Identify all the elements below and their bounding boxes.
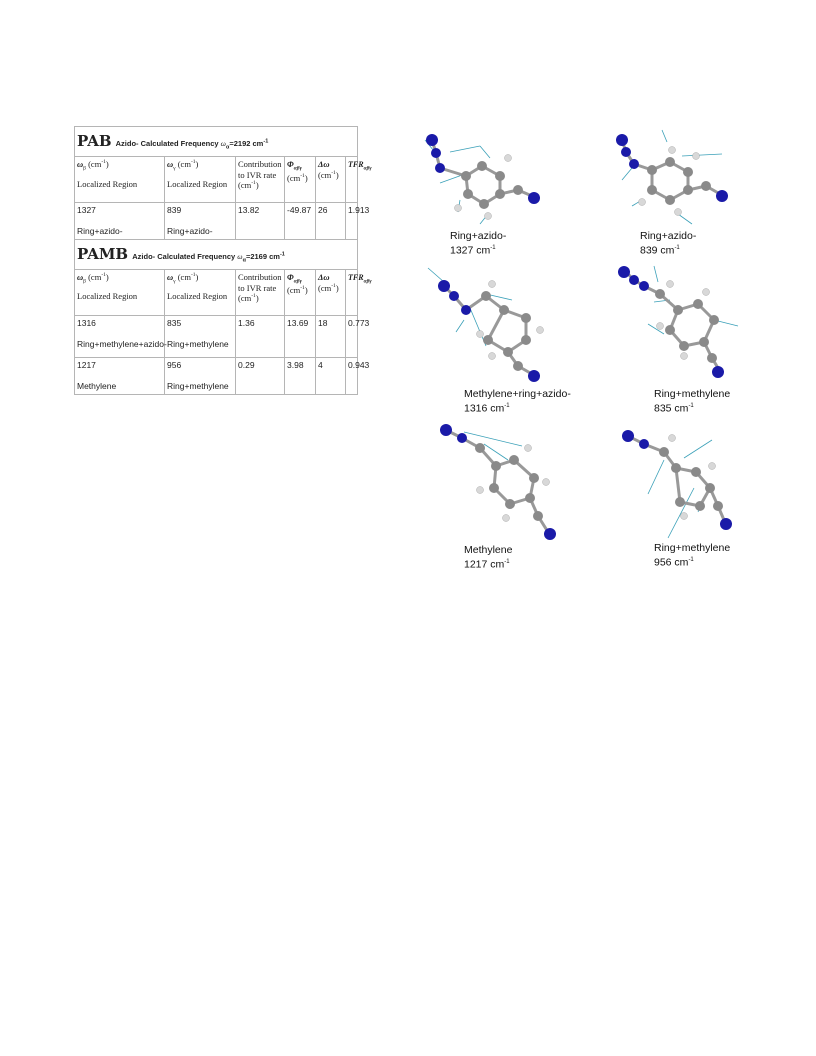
pamb-header-row: ωβ (cm-1) Localized Region ωγ (cm-1) Loc… bbox=[74, 268, 372, 316]
cell-delta-omega: 4 bbox=[315, 356, 346, 395]
table-row: 1327 Ring+azido- 839 Ring+azido- 13.82 -… bbox=[74, 202, 369, 240]
pamb-subtitle: Azido- Calculated Frequency ωα=2169 cm-1 bbox=[132, 251, 285, 264]
cell-omega-gamma: 839 Ring+azido- bbox=[164, 202, 236, 240]
molecule-figure-2: Ring+azido- 839 cm-1 bbox=[612, 128, 752, 257]
cell-phi: 13.69 bbox=[284, 314, 316, 358]
pab-name: PAB bbox=[77, 132, 112, 151]
col-tfr: TFRαβγ bbox=[344, 268, 372, 316]
col-contribution: Contribution to IVR rate (cm-1) bbox=[235, 268, 285, 316]
cell-contribution: 1.36 bbox=[235, 314, 285, 358]
col-omega-gamma: ωγ (cm-1) Localized Region bbox=[164, 268, 236, 316]
cell-omega-beta: 1217 Methylene bbox=[74, 356, 165, 395]
cell-contribution: 0.29 bbox=[235, 356, 285, 395]
table-row: 1316 Ring+methylene+azido- 835 Ring+meth… bbox=[74, 314, 369, 358]
col-omega-beta: ωβ (cm-1) Localized Region bbox=[74, 156, 165, 203]
col-omega-beta: ωβ (cm-1) Localized Region bbox=[74, 268, 165, 316]
figure-caption: Ring+methylene 956 cm-1 bbox=[654, 542, 731, 569]
molecule-figure-6: Ring+methylene 956 cm-1 bbox=[614, 420, 754, 569]
col-contribution: Contribution to IVR rate (cm-1) bbox=[235, 156, 285, 203]
pamb-title: PAMB Azido- Calculated Frequency ωα=2169… bbox=[73, 238, 359, 270]
cell-tfr: 0.773 bbox=[344, 314, 369, 358]
figure-caption: Ring+methylene 835 cm-1 bbox=[654, 388, 731, 415]
cell-phi: -49.87 bbox=[284, 202, 316, 240]
ivr-table: PAB Azido- Calculated Frequency ωα=2192 … bbox=[73, 126, 372, 395]
pamb-name: PAMB bbox=[77, 245, 129, 264]
pab-header-row: ωβ (cm-1) Localized Region ωγ (cm-1) Loc… bbox=[74, 156, 372, 203]
molecule-figure-5: Methylene 1217 cm-1 bbox=[434, 420, 574, 571]
molecule-diagram bbox=[424, 134, 540, 225]
cell-omega-gamma: 835 Ring+methylene bbox=[164, 314, 236, 358]
molecule-diagram bbox=[618, 265, 739, 378]
col-delta-omega: Δω (cm-1) bbox=[315, 268, 346, 316]
col-phi: Φαβγ (cm-1) bbox=[284, 156, 316, 203]
cell-tfr: 1.913 bbox=[344, 202, 369, 240]
cell-delta-omega: 26 bbox=[315, 202, 346, 240]
cell-delta-omega: 18 bbox=[315, 314, 346, 358]
molecule-figure-1: Ring+azido- 1327 cm-1 bbox=[420, 128, 560, 257]
pab-title-row: PAB Azido- Calculated Frequency ωα=2192 … bbox=[73, 126, 359, 157]
figure-caption: Ring+azido- 839 cm-1 bbox=[640, 230, 697, 257]
molecule-diagram bbox=[440, 424, 556, 540]
cell-omega-gamma: 956 Ring+methylene bbox=[164, 356, 236, 395]
figure-caption: Methylene+ring+azido- 1316 cm-1 bbox=[464, 388, 571, 415]
figure-caption: Ring+azido- 1327 cm-1 bbox=[450, 230, 507, 257]
col-tfr: TFRαβγ bbox=[344, 156, 372, 203]
pab-title: PAB Azido- Calculated Frequency ωα=2192 … bbox=[73, 126, 359, 157]
molecule-diagram bbox=[616, 129, 728, 225]
col-phi: Φαβγ (cm-1) bbox=[284, 268, 316, 316]
col-delta-omega: Δω (cm-1) bbox=[315, 156, 346, 203]
cell-omega-beta: 1327 Ring+azido- bbox=[74, 202, 165, 240]
cell-contribution: 13.82 bbox=[235, 202, 285, 240]
pab-subtitle: Azido- Calculated Frequency ωα=2192 cm-1 bbox=[115, 138, 269, 151]
cell-omega-beta: 1316 Ring+methylene+azido- bbox=[74, 314, 167, 358]
col-omega-gamma: ωγ (cm-1) Localized Region bbox=[164, 156, 236, 203]
molecule-diagram bbox=[427, 267, 544, 382]
molecule-figure-3: Methylene+ring+azido- 1316 cm-1 bbox=[426, 264, 571, 415]
molecule-diagram bbox=[622, 430, 732, 539]
figure-caption: Methylene 1217 cm-1 bbox=[464, 544, 513, 571]
cell-phi: 3.98 bbox=[284, 356, 316, 395]
molecule-figure-4: Ring+methylene 835 cm-1 bbox=[614, 264, 754, 415]
table-row: 1217 Methylene 956 Ring+methylene 0.29 3… bbox=[74, 356, 369, 395]
pamb-title-row: PAMB Azido- Calculated Frequency ωα=2169… bbox=[73, 238, 359, 270]
cell-tfr: 0.943 bbox=[344, 356, 369, 395]
